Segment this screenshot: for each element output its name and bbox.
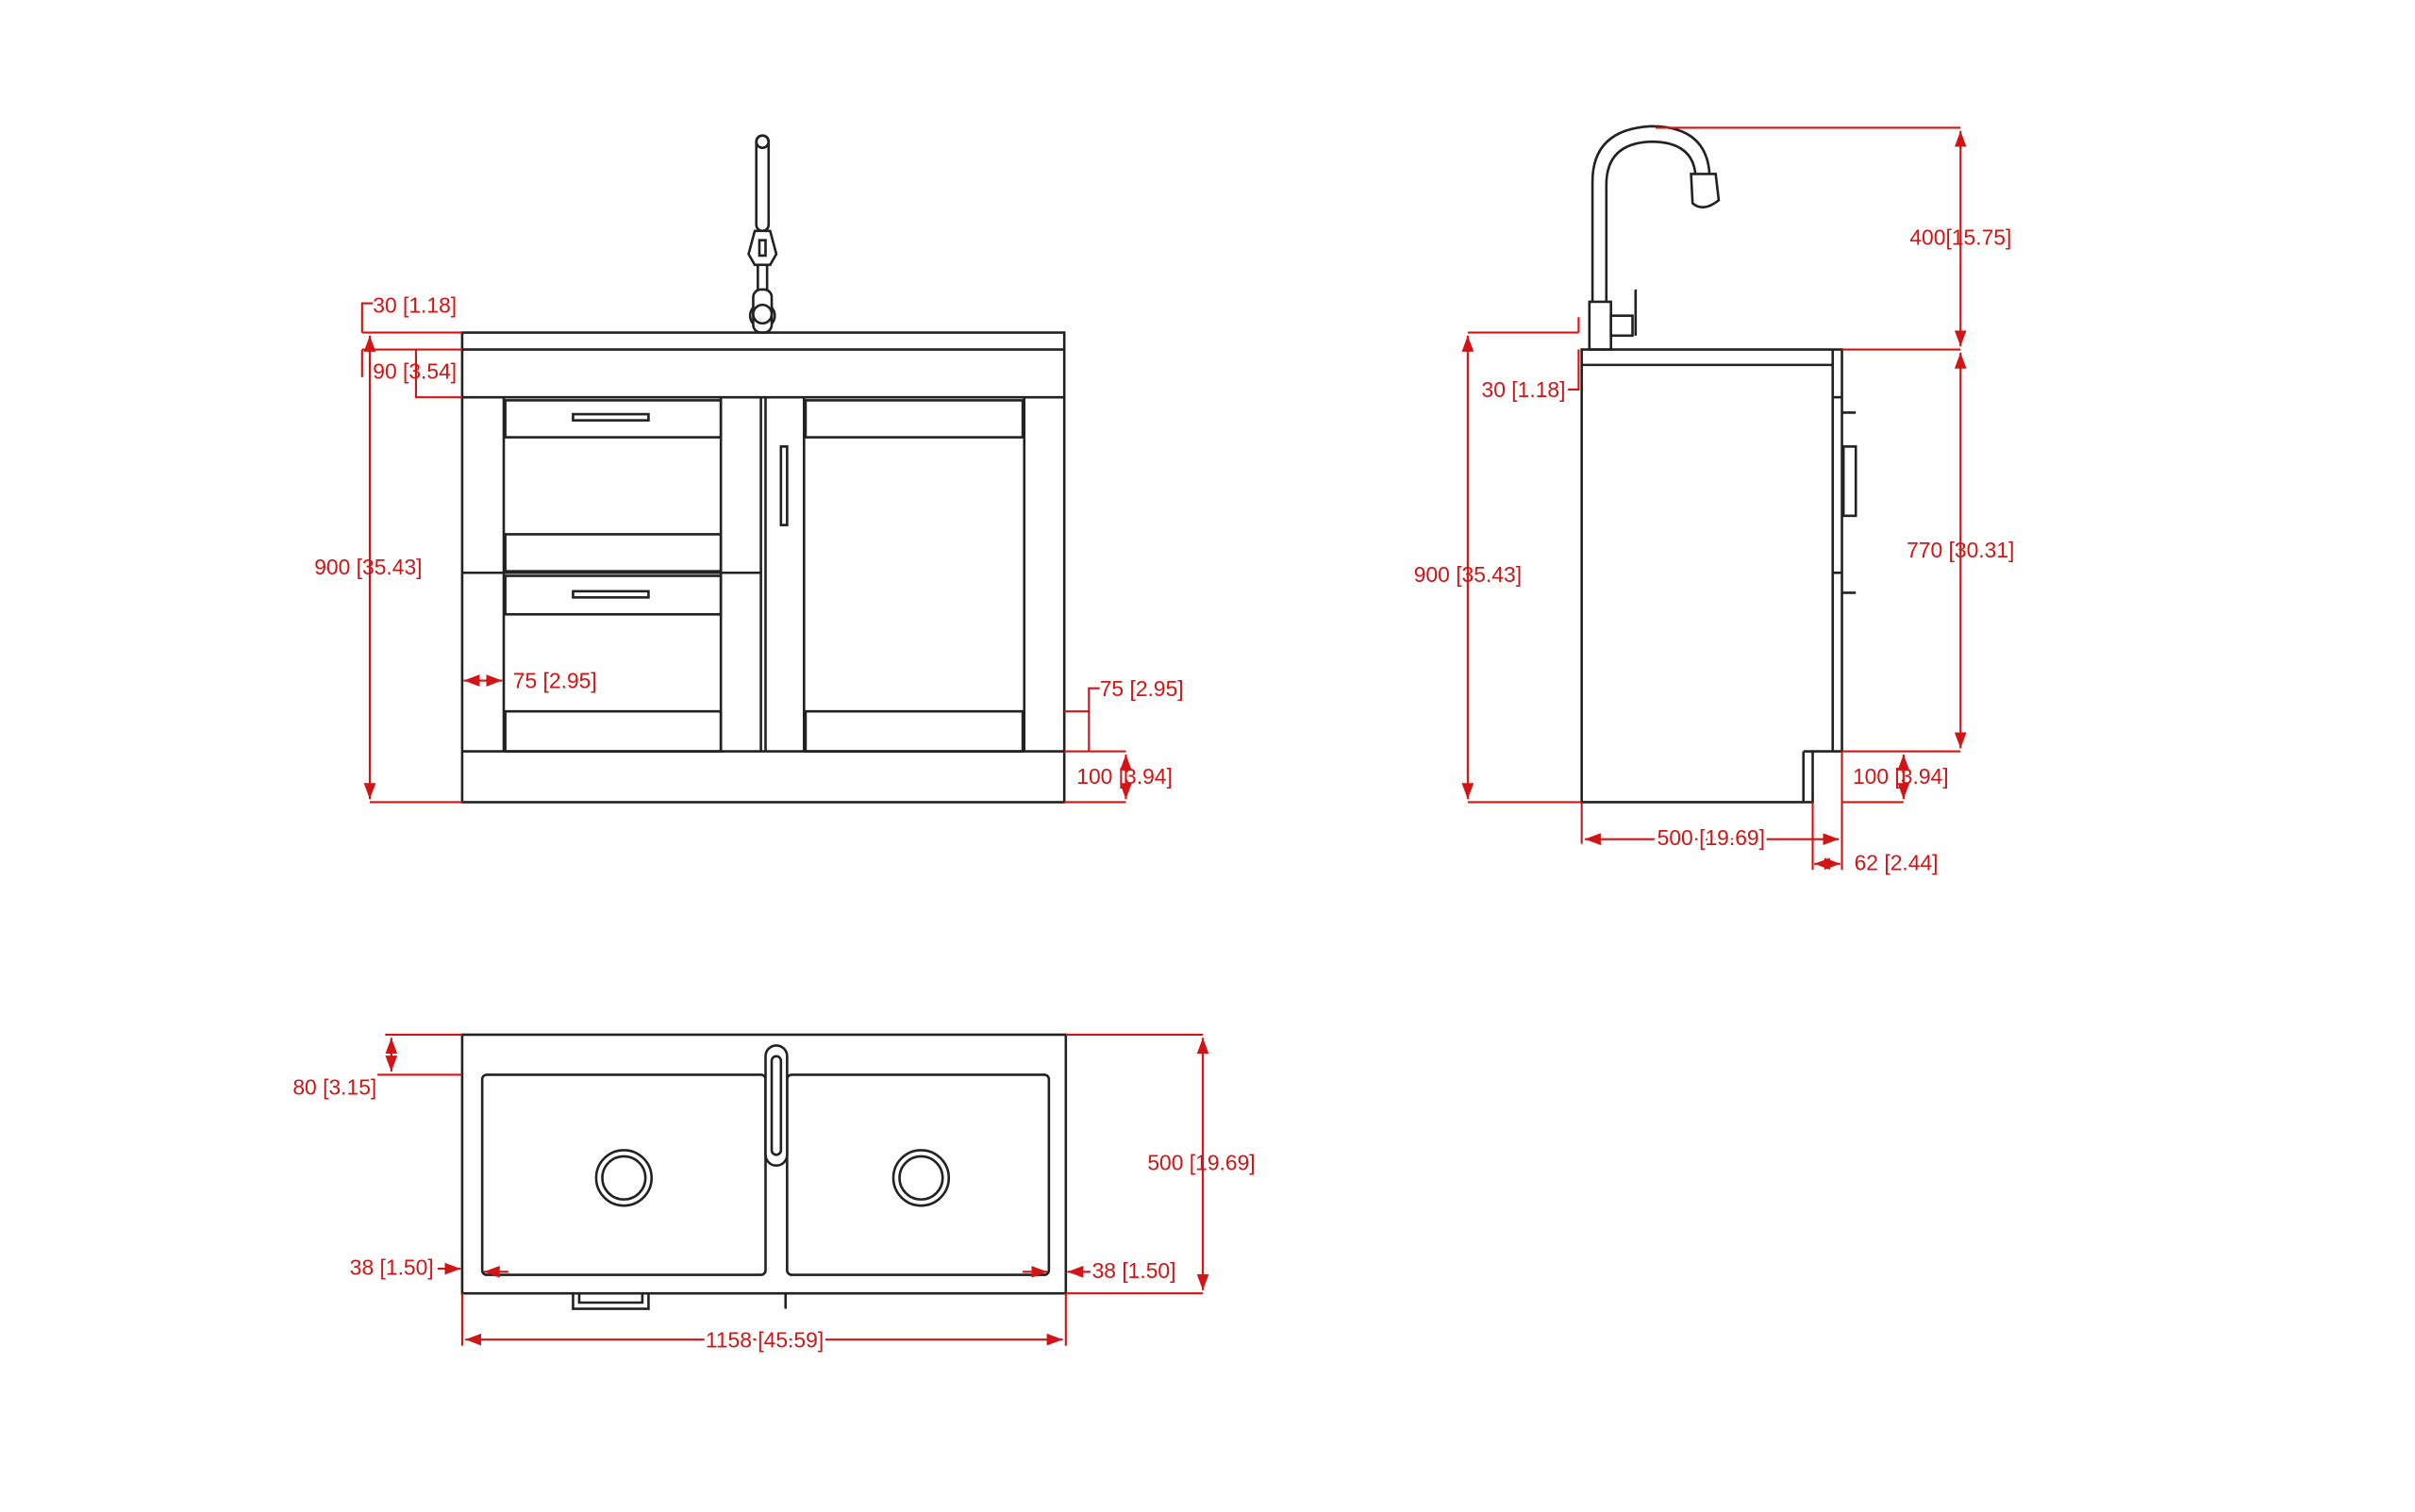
front-view: 30 [1.18] 90 [3.54] 900 [35.43] 75 [2.95… — [314, 134, 1184, 804]
dim-side-plinth: 100 [3.94] — [1853, 764, 1949, 789]
dim-front-stile: 75 [2.95] — [513, 669, 597, 693]
side-door-handle — [1841, 445, 1857, 518]
dim-side-height: 900 [35.43] — [1414, 562, 1522, 587]
front-faucet — [747, 134, 778, 334]
front-cabinet — [460, 331, 1066, 804]
side-cabinet — [1580, 348, 1857, 804]
dim-top-depth: 500 [19.69] — [1147, 1151, 1255, 1175]
faucet-top — [764, 1044, 789, 1168]
left-basin — [480, 1073, 767, 1276]
dim-front-plinth: 100 [3.94] — [1076, 764, 1173, 789]
dim-side-door-height: 770 [30.31] — [1907, 538, 2014, 562]
dim-top-right-rim: 38 [1.50] — [1092, 1258, 1176, 1283]
dim-side-countertop: 30 [1.18] — [1482, 377, 1566, 402]
top-dimensions: 80 [3.15] 500 [19.69] 38 [1.50] 38 [1.50… — [292, 1033, 1256, 1355]
top-view: 80 [3.15] 500 [19.69] 38 [1.50] 38 [1.50… — [292, 1033, 1256, 1355]
dim-side-toe-kick: 62 [2.44] — [1855, 850, 1939, 874]
right-drain — [891, 1149, 951, 1207]
dim-front-rail: 75 [2.95] — [1100, 676, 1184, 701]
right-basin — [786, 1073, 1051, 1276]
second-drawer — [504, 574, 723, 616]
drawer-handle — [572, 412, 650, 422]
dim-side-faucet-height: 400[15.75] — [1909, 225, 2011, 250]
dim-top-back-ledge: 80 [3.15] — [292, 1075, 376, 1100]
dim-top-width: 1158 [45.59] — [706, 1327, 824, 1352]
side-dimensions: 400[15.75] 30 [1.18] 900 [35.43] 770 [30… — [1414, 126, 2014, 874]
dim-front-height: 900 [35.43] — [314, 555, 422, 579]
side-view: 400[15.75] 30 [1.18] 900 [35.43] 770 [30… — [1414, 125, 2014, 874]
dim-front-countertop: 30 [1.18] — [373, 292, 457, 317]
side-faucet — [1588, 125, 1721, 351]
left-drain — [594, 1149, 654, 1207]
front-dimensions: 30 [1.18] 90 [3.54] 900 [35.43] 75 [2.95… — [314, 292, 1184, 804]
dim-top-left-rim: 38 [1.50] — [350, 1255, 434, 1280]
top-sink — [460, 1033, 1068, 1310]
dim-front-apron: 90 [3.54] — [373, 359, 457, 384]
drawer-handle — [572, 590, 650, 599]
dim-side-depth: 500 [19.69] — [1657, 825, 1765, 850]
top-drawer — [504, 399, 723, 439]
door-handle — [779, 445, 789, 526]
